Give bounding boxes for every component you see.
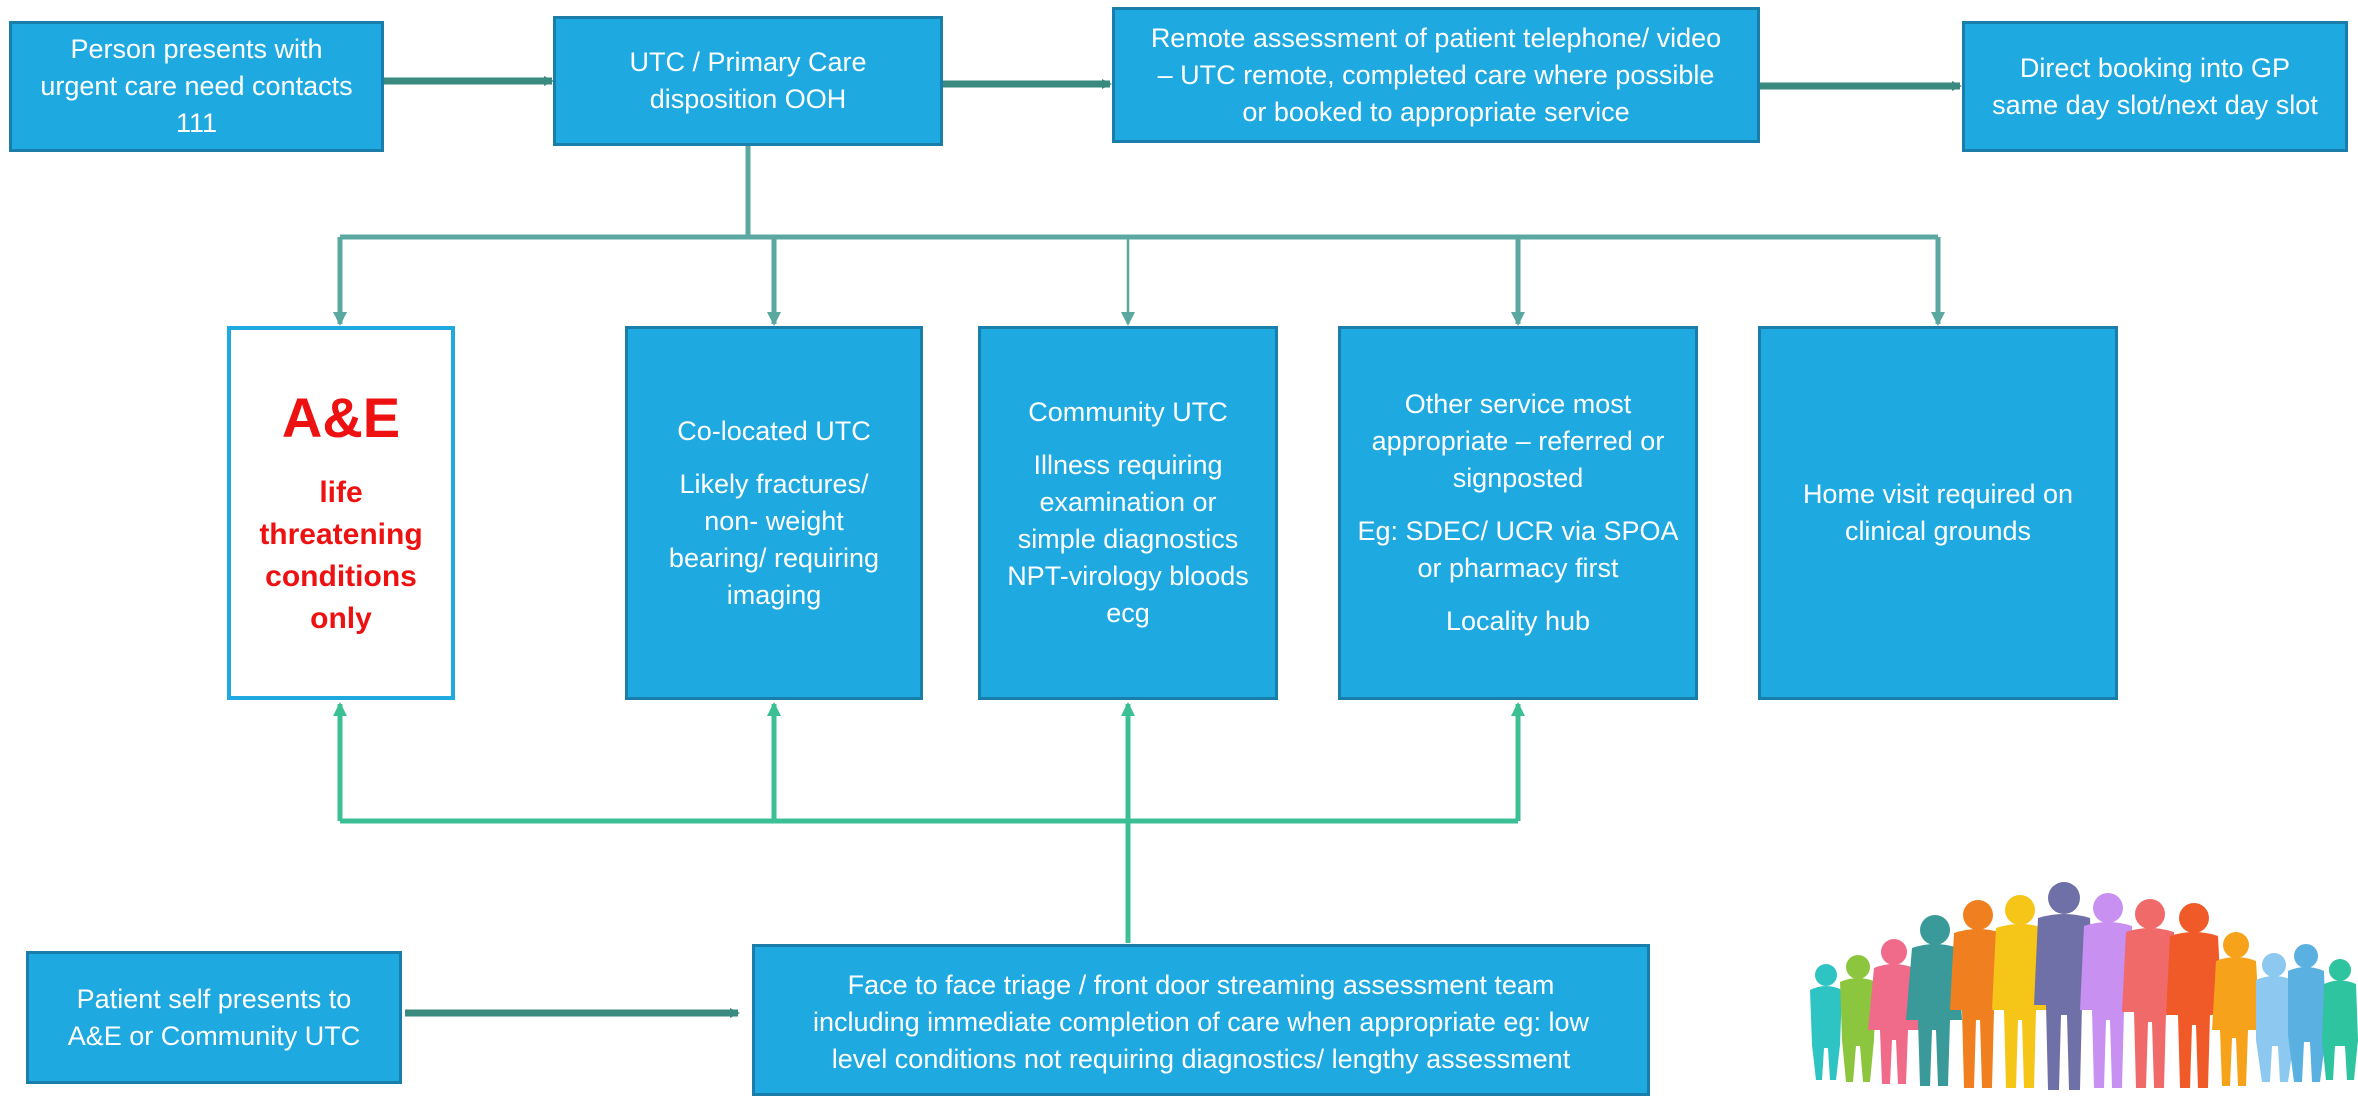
person-silhouette-10 <box>2166 903 2222 1088</box>
self-presents-line-2: A&E or Community UTC <box>67 1020 361 1051</box>
other-service-title-line-2: appropriate – referred or <box>1371 426 1665 456</box>
person-presents-box: Person presents with urgent care need co… <box>9 21 384 152</box>
face-to-face-line-2: including immediate completion of care w… <box>813 1007 1589 1037</box>
person-silhouette-3 <box>1868 939 1920 1084</box>
community-utc-line-2: examination or <box>1039 487 1217 517</box>
co-located-utc-title: Co-located UTC <box>677 415 871 446</box>
self-presents-box: Patient self presents to A&E or Communit… <box>26 951 402 1084</box>
face-to-face-triage-box: Face to face triage / front door streami… <box>752 944 1650 1096</box>
person-presents-line-1: Person presents with <box>70 34 323 64</box>
person-silhouette-4 <box>1906 915 1962 1086</box>
utc-primary-care-line-2: disposition OOH <box>649 84 847 114</box>
other-service-title-line-1: Other service most <box>1404 389 1632 419</box>
person-presents-line-3: 111 <box>175 108 218 138</box>
other-service-body-line-2: or pharmacy first <box>1417 553 1619 583</box>
home-visit-line-1: Home visit required on <box>1802 479 2074 509</box>
community-utc-line-1: Illness requiring <box>1033 450 1223 480</box>
person-silhouette-13 <box>2288 944 2326 1082</box>
ae-subtitle-line-4: only <box>310 602 372 635</box>
home-visit-line-2: clinical grounds <box>1844 516 2032 546</box>
direct-booking-line-2: same day slot/next day slot <box>1992 89 2318 120</box>
self-presents-line-1: Patient self presents to <box>76 983 352 1014</box>
person-silhouette-14 <box>2322 959 2358 1080</box>
other-service-body-line-1: Eg: SDEC/ UCR via SPOA <box>1357 516 1679 546</box>
face-to-face-line-1: Face to face triage / front door streami… <box>847 970 1555 1000</box>
triage-connector <box>333 702 1525 943</box>
direct-booking-box: Direct booking into GP same day slot/nex… <box>1962 21 2348 152</box>
remote-assessment-line-1: Remote assessment of patient telephone/ … <box>1150 22 1722 53</box>
person-silhouette-7 <box>2034 882 2094 1090</box>
ae-box: A&E life threatening conditions only <box>227 326 455 700</box>
remote-assessment-line-2: – UTC remote, completed care where possi… <box>1157 59 1715 90</box>
co-located-utc-line-4: imaging <box>726 579 822 610</box>
direct-booking-line-1: Direct booking into GP <box>2019 52 2291 83</box>
remote-assessment-box: Remote assessment of patient telephone/ … <box>1112 7 1760 143</box>
co-located-utc-line-2: non- weight <box>704 505 844 536</box>
person-silhouette-8 <box>2080 893 2136 1088</box>
community-utc-line-3: simple diagnostics <box>1017 524 1239 554</box>
person-silhouette-11 <box>2212 932 2260 1086</box>
ae-subtitle-line-3: conditions <box>265 560 417 593</box>
face-to-face-line-3: level conditions not requiring diagnosti… <box>831 1044 1571 1074</box>
co-located-utc-line-1: Likely fractures/ <box>679 468 869 499</box>
co-located-utc-line-3: bearing/ requiring <box>668 542 880 573</box>
other-service-title-line-3: signposted <box>1452 463 1584 493</box>
other-service-footer: Locality hub <box>1445 606 1591 636</box>
people-silhouettes-illustration <box>1810 882 2358 1090</box>
community-utc-line-4: NPT-virology bloods <box>1007 561 1249 591</box>
person-silhouette-12 <box>2256 953 2294 1082</box>
community-utc-box: Community UTC Illness requiring examinat… <box>978 326 1278 700</box>
utc-primary-care-box: UTC / Primary Care disposition OOH <box>553 16 943 146</box>
person-silhouette-6 <box>1992 895 2048 1088</box>
remote-assessment-line-3: or booked to appropriate service <box>1242 96 1630 127</box>
ae-subtitle-line-2: threatening <box>259 518 423 551</box>
person-silhouette-9 <box>2122 899 2178 1088</box>
home-visit-box: Home visit required on clinical grounds <box>1758 326 2118 700</box>
person-silhouette-2 <box>1840 955 1876 1082</box>
other-service-box: Other service most appropriate – referre… <box>1338 326 1698 700</box>
person-silhouette-5 <box>1950 900 2006 1088</box>
person-silhouette-1 <box>1810 964 1842 1080</box>
utc-primary-care-line-1: UTC / Primary Care <box>629 47 867 77</box>
ae-title: A&E <box>281 386 401 449</box>
community-utc-line-5: ecg <box>1106 598 1150 628</box>
ae-subtitle-line-1: life <box>319 476 363 509</box>
distribution-connector <box>333 146 1945 326</box>
community-utc-title: Community UTC <box>1028 397 1228 427</box>
person-presents-line-2: urgent care need contacts <box>40 71 353 101</box>
co-located-utc-box: Co-located UTC Likely fractures/ non- we… <box>625 326 923 700</box>
